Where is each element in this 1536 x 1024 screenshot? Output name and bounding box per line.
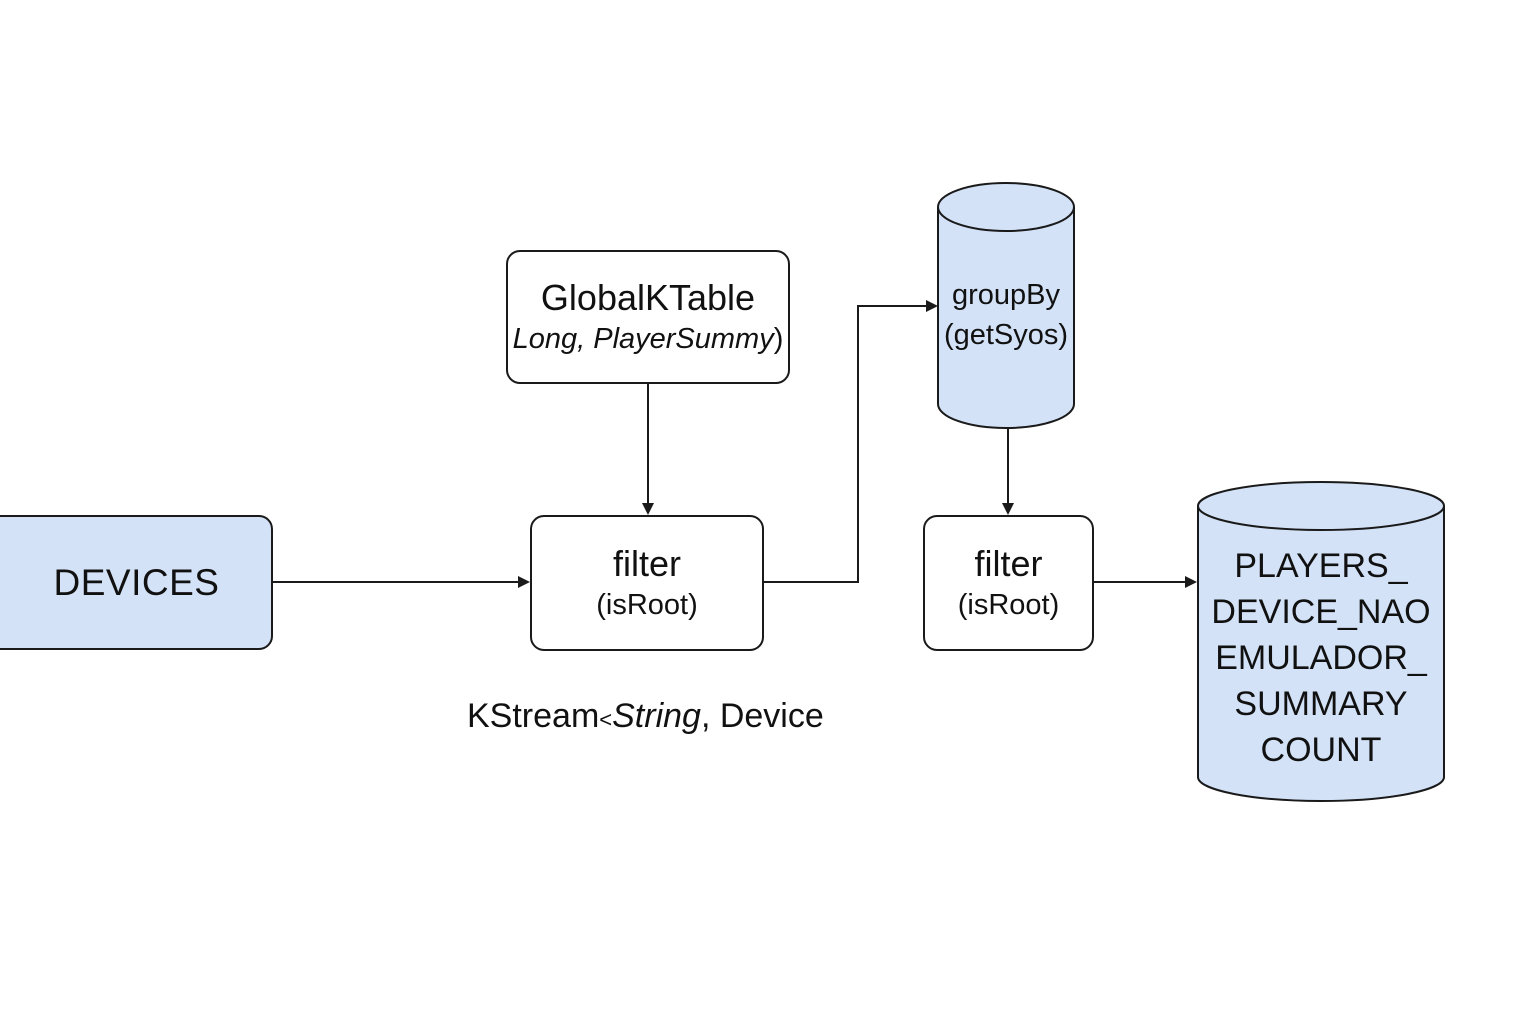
filter-2-label: filter <box>974 543 1043 584</box>
output-topic-node[interactable]: PLAYERS_ DEVICE_NAO EMULADOR_ SUMMARY CO… <box>1198 540 1444 776</box>
edge-filter-to-groupby <box>764 300 938 583</box>
kstream-caption-key-type: String <box>612 697 701 735</box>
globalktable-type-params: Long, PlayerSummy <box>512 323 774 355</box>
devices-label: DEVICES <box>53 561 220 603</box>
kstream-caption-prefix: KStream <box>467 697 600 735</box>
groupby-cylinder-shape <box>937 182 1075 429</box>
output-topic-line: PLAYERS_ <box>1234 547 1408 585</box>
globalktable-subtitle: Long, PlayerSummy) <box>513 320 784 358</box>
filter-2-predicate: (isRoot) <box>957 589 1060 621</box>
kstream-caption: KStream<String, Device <box>467 696 824 740</box>
groupby-label: groupBy <box>951 279 1060 311</box>
groupby-node[interactable]: groupBy (getSyos) <box>938 250 1074 380</box>
output-topic-line: EMULADOR_ <box>1215 639 1427 677</box>
output-topic-line: SUMMARY <box>1234 685 1408 723</box>
output-topic-cylinder-shape <box>1197 481 1445 802</box>
globalktable-node[interactable]: GlobalKTable Long, PlayerSummy) <box>506 250 790 384</box>
filter-node-1[interactable]: filter (isRoot) <box>530 515 764 651</box>
filter-1-predicate: (isRoot) <box>596 589 698 621</box>
groupby-key-selector: (getSyos) <box>943 319 1069 351</box>
globalktable-close-paren: ) <box>773 323 784 355</box>
output-topic-line: DEVICE_NAO <box>1211 593 1431 631</box>
filter-1-label: filter <box>612 543 681 584</box>
filter-node-2[interactable]: filter (isRoot) <box>923 515 1094 651</box>
output-topic-line: COUNT <box>1260 731 1382 769</box>
globalktable-title: GlobalKTable <box>540 277 756 318</box>
kstream-caption-suffix: , Device <box>700 697 824 735</box>
devices-node[interactable]: DEVICES <box>0 515 273 650</box>
kstream-caption-lt: < <box>599 707 613 732</box>
